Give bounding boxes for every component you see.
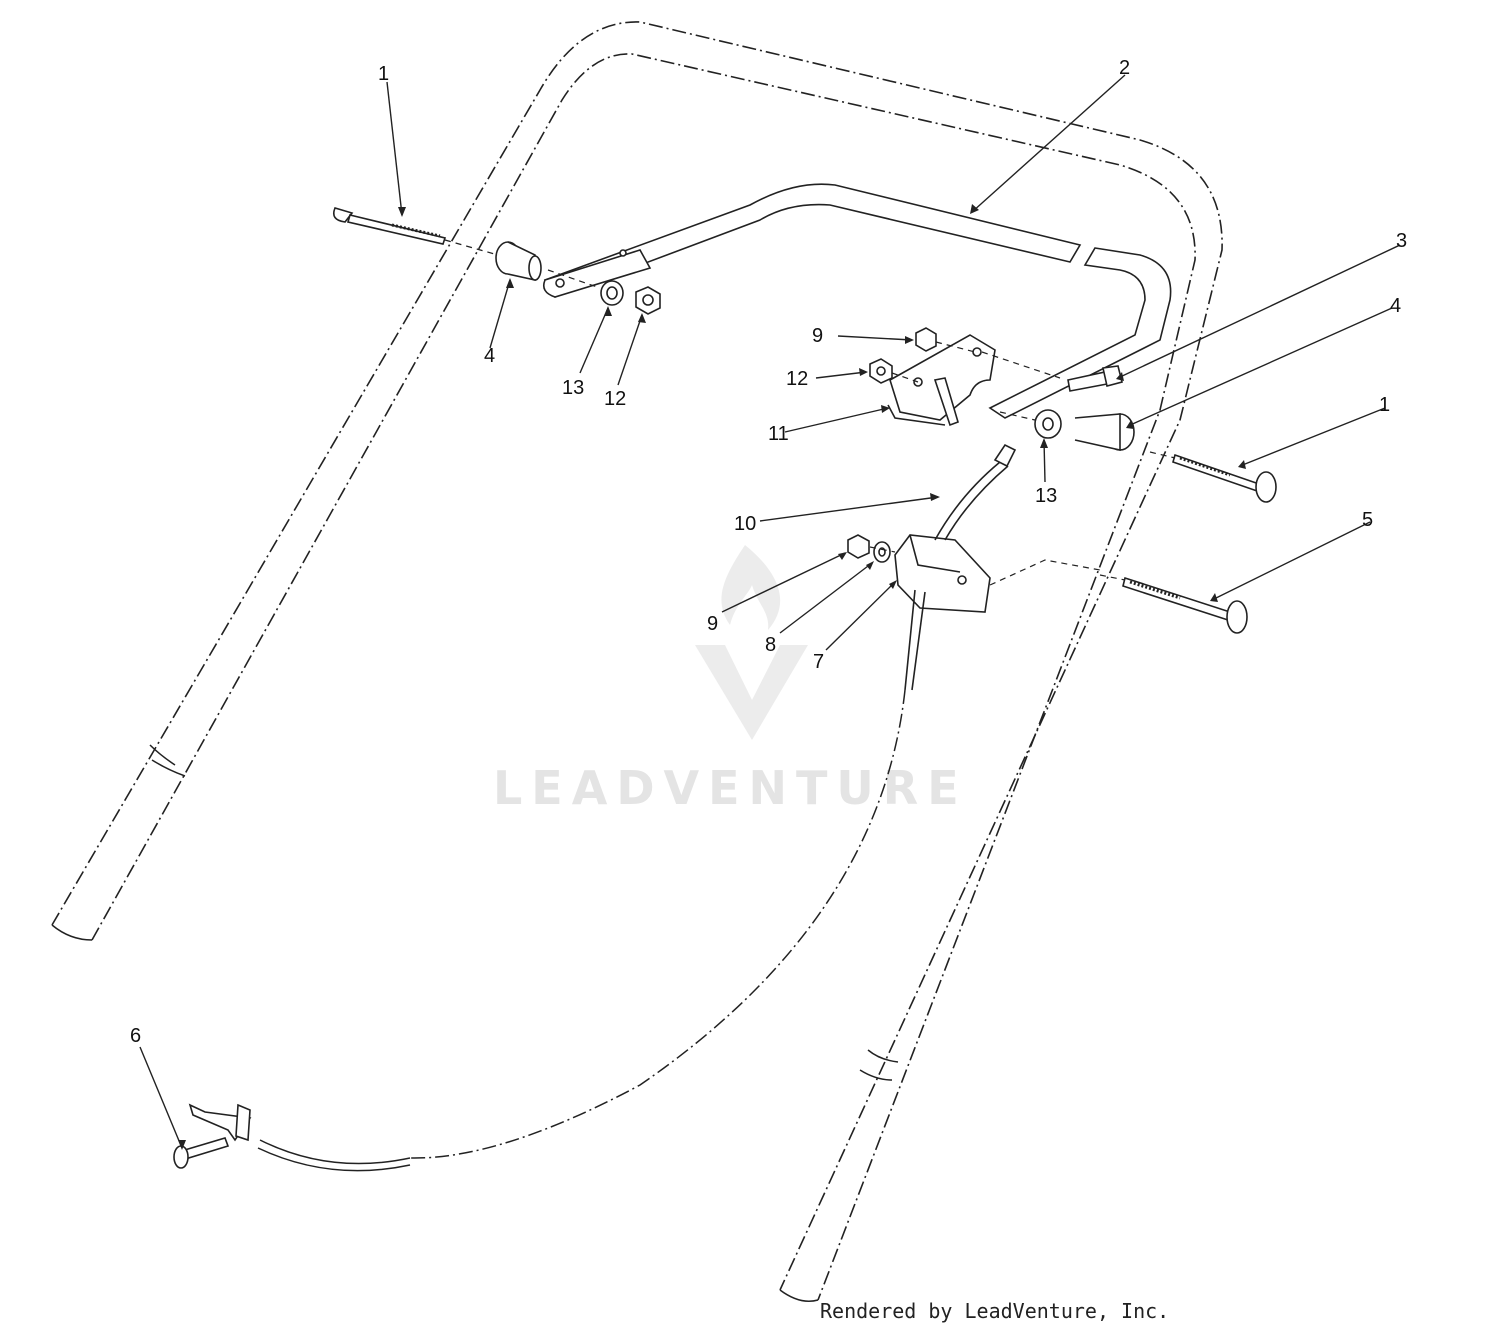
switch-bracket — [887, 334, 996, 427]
callout-6: 6 — [130, 1025, 141, 1047]
callout-7: 7 — [813, 651, 824, 673]
main-handle-inner-edge — [91, 53, 1196, 1301]
leader-lines — [139, 74, 1401, 1149]
assembly-lines — [444, 239, 1176, 586]
callout-1-left: 1 — [378, 63, 389, 85]
callout-10: 10 — [734, 513, 756, 535]
spacer-left — [600, 280, 624, 306]
switch-box — [894, 534, 991, 613]
nut-9-upper — [915, 327, 937, 352]
callout-8: 8 — [765, 634, 776, 656]
rendered-by-credit: Rendered by LeadVenture, Inc. — [820, 1299, 1170, 1323]
callout-9-lower: 9 — [707, 613, 718, 635]
control-bar-right-arm — [988, 247, 1172, 419]
callout-13-right: 13 — [1035, 485, 1057, 507]
control-bar — [542, 183, 1172, 419]
locknut-left — [635, 286, 661, 315]
watermark-text: LEADVENTURE — [493, 761, 968, 815]
callout-4-right: 4 — [1390, 295, 1401, 317]
control-bar-left-end — [542, 249, 652, 298]
washer-8 — [873, 541, 891, 563]
callout-12-upper: 12 — [786, 368, 808, 390]
spacer-right — [1034, 409, 1062, 439]
arrowheads — [178, 204, 1246, 1150]
control-bar-hole — [619, 249, 627, 257]
watermark: LEADVENTURE — [493, 545, 968, 815]
nut-9-lower — [847, 534, 870, 559]
callout-13-left: 13 — [562, 377, 584, 399]
carriage-bolt-5 — [1122, 576, 1248, 634]
shoulder-bushing-right — [1074, 413, 1135, 451]
right-tube-crimp — [859, 1049, 899, 1081]
control-bar-left-hole — [555, 278, 565, 288]
callout-3: 3 — [1396, 230, 1407, 252]
locknut-12-upper — [869, 358, 893, 384]
wire-harness — [904, 443, 1017, 691]
throttle-cable — [257, 689, 906, 1172]
watermark-flame-icon — [721, 545, 781, 630]
callout-2: 2 — [1119, 57, 1130, 79]
cable-clamp — [173, 1103, 252, 1169]
handle-tube-ends — [51, 744, 899, 1302]
control-bar-body — [543, 183, 1082, 298]
shoulder-bushing-left — [495, 241, 542, 281]
callout-5: 5 — [1362, 509, 1373, 531]
left-tube-crimp — [149, 744, 186, 777]
main-handle — [51, 21, 1223, 1301]
hex-bolt — [1067, 365, 1123, 392]
callout-numbers: 1 2 3 4 1 5 4 13 12 9 12 11 13 10 9 8 7 … — [130, 57, 1407, 1047]
callout-12-left: 12 — [604, 388, 626, 410]
callout-1-right: 1 — [1379, 394, 1390, 416]
callout-9-upper: 9 — [812, 325, 823, 347]
watermark-v-icon — [695, 645, 808, 740]
callout-11: 11 — [768, 423, 789, 445]
left-tube-end — [51, 924, 93, 941]
right-tube-end — [779, 1289, 819, 1302]
callout-4-left: 4 — [484, 345, 495, 367]
carriage-bolt-right — [1172, 453, 1277, 503]
main-handle-outer-edge — [51, 21, 1223, 1291]
carriage-bolt-left — [332, 207, 447, 245]
